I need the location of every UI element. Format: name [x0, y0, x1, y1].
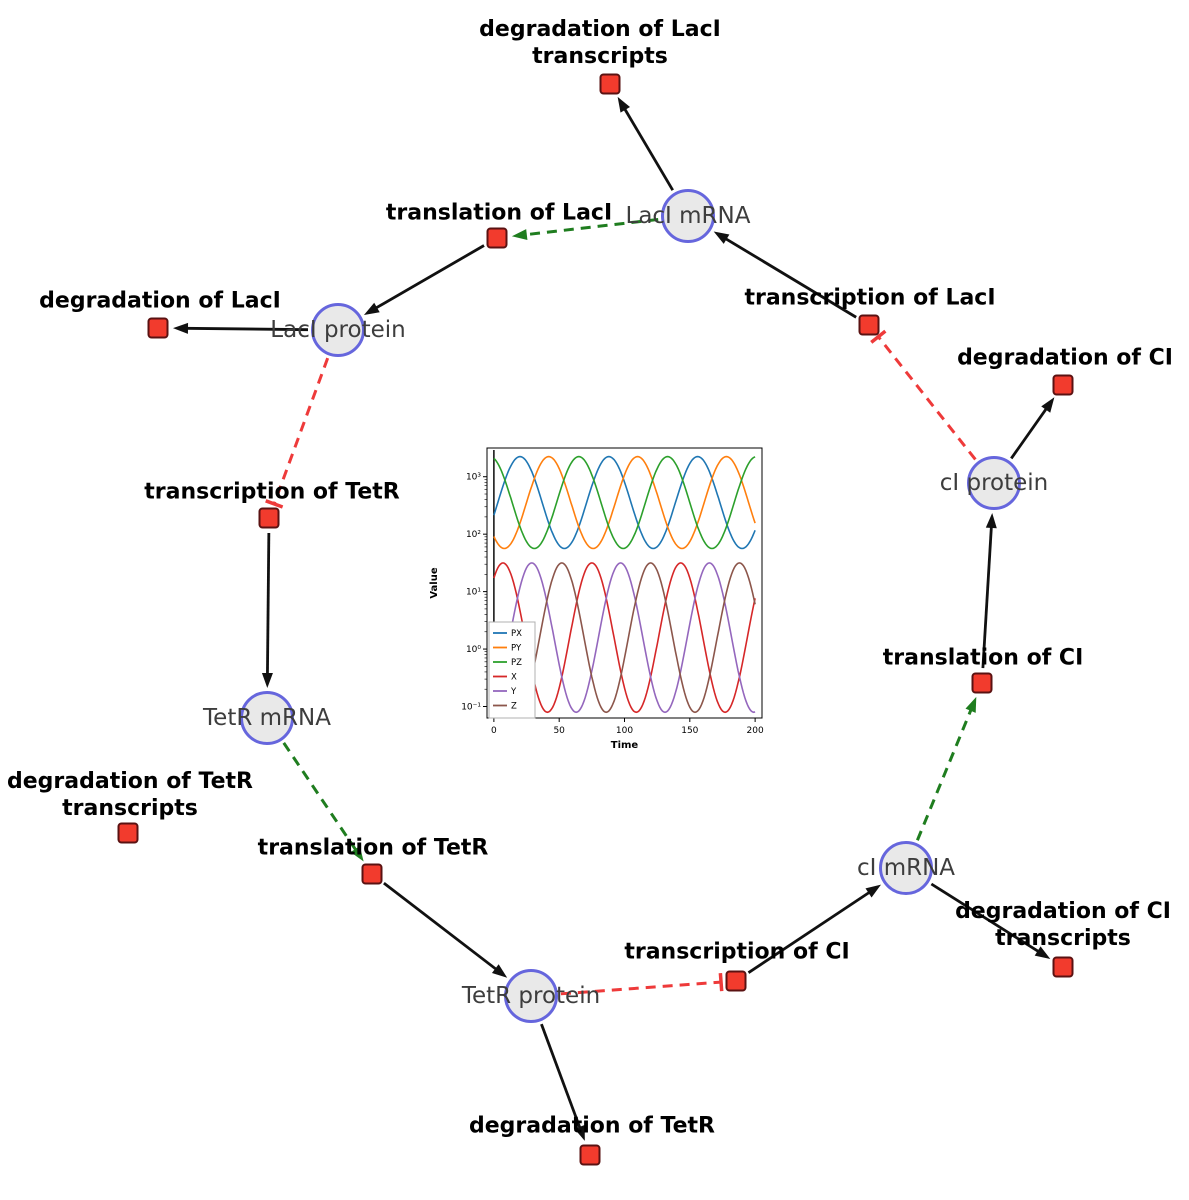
reaction-node-translation-ci[interactable]: [971, 672, 993, 694]
flow-arrowhead-icon: [1034, 946, 1051, 959]
edge-tetr-protein-deg-tetr: [540, 1023, 585, 1141]
legend-label-X: X: [511, 673, 517, 683]
translation-ci-label: translation of CI: [882, 645, 1084, 671]
species-node-tetr-protein[interactable]: [504, 969, 558, 1023]
series-Z-line: [493, 562, 756, 714]
edge-laci-protein-deg-laci: [172, 322, 309, 334]
deg-ci-label: degradation of CI: [957, 345, 1173, 371]
inhibition-tee-icon: [718, 972, 724, 992]
series-PX-line: [493, 455, 756, 550]
translation-tetr-label: translation of TetR: [257, 835, 489, 861]
edge-ci-mrna-translation-ci: [916, 696, 977, 841]
legend-label-Z: Z: [511, 702, 517, 712]
x-axis-label: Time: [611, 740, 639, 751]
flow-arrowhead-icon: [713, 231, 730, 244]
reaction-node-translation-tetr[interactable]: [361, 863, 383, 885]
tetr-mrna-label: TetR mRNA: [203, 705, 331, 731]
y-tick-label: 10¹: [466, 588, 481, 598]
species-node-laci-protein[interactable]: [311, 303, 365, 357]
edge-ci-protein-deg-ci: [1010, 397, 1055, 460]
ci-protein-label: cI protein: [939, 470, 1049, 496]
reaction-node-deg-tetr-transcripts[interactable]: [117, 822, 139, 844]
x-tick-label: 200: [747, 726, 764, 736]
transcription-tetr-label: transcription of TetR: [144, 479, 400, 505]
flow-arrowhead-icon: [172, 322, 189, 334]
tetr-protein-label: TetR protein: [461, 983, 601, 1009]
laci-protein-label: LacI protein: [270, 317, 406, 343]
flow-arrowhead-icon: [1041, 397, 1055, 413]
species-node-laci-mrna[interactable]: [661, 189, 715, 243]
transcription-ci-label: transcription of CI: [624, 939, 850, 965]
inhibition-tee-icon: [265, 499, 284, 509]
ci-mrna-label: cI mRNA: [856, 855, 956, 881]
legend-label-PY: PY: [511, 644, 522, 654]
y-tick-label: 10⁻¹: [461, 703, 481, 713]
series-Y-line: [493, 562, 756, 714]
flow-arrowhead-icon: [261, 672, 273, 689]
edge-tetr-mrna-translation-tetr: [282, 742, 364, 862]
y-tick-label: 10²: [466, 530, 481, 540]
edge-laci-mrna-translation-laci: [511, 217, 659, 241]
reaction-node-deg-tetr[interactable]: [579, 1144, 601, 1166]
edge-tetr-protein-transcription-ci: [560, 972, 724, 996]
translation-laci-label: translation of LacI: [385, 200, 613, 226]
laci-mrna-label: LacI mRNA: [625, 203, 751, 229]
reaction-node-deg-laci-transcripts[interactable]: [599, 73, 621, 95]
series-PZ-line: [493, 455, 756, 550]
y-tick-label: 10³: [466, 473, 481, 483]
legend-label-PX: PX: [511, 629, 522, 639]
flow-arrowhead-icon: [574, 1124, 585, 1141]
edge-transcription-laci-laci-mrna: [713, 231, 857, 319]
edge-translation-ci-ci-protein: [981, 512, 997, 669]
edge-translation-tetr-tetr-protein: [383, 882, 508, 978]
reaction-node-deg-laci[interactable]: [147, 317, 169, 339]
y-axis-label: Value: [429, 567, 440, 598]
x-tick-label: 100: [616, 726, 633, 736]
reaction-node-transcription-laci[interactable]: [858, 314, 880, 336]
deg-laci-label: degradation of LacI: [39, 288, 281, 314]
legend-box: [488, 621, 536, 719]
edge-ci-protein-transcription-laci: [870, 329, 977, 461]
x-tick-label: 0: [491, 726, 497, 736]
reaction-node-transcription-ci[interactable]: [725, 970, 747, 992]
edge-translation-laci-laci-protein: [363, 244, 485, 315]
modifier-arrowhead-icon: [965, 696, 977, 713]
series-X-line: [493, 562, 756, 714]
edge-laci-mrna-deg-laci-transcripts: [617, 96, 674, 191]
species-node-ci-mrna[interactable]: [879, 841, 933, 895]
inhibition-tee-icon: [870, 329, 887, 344]
species-node-ci-protein[interactable]: [967, 456, 1021, 510]
modifier-arrowhead-icon: [511, 229, 528, 241]
edge-ci-mrna-deg-ci-transcripts: [930, 882, 1051, 959]
flow-arrowhead-icon: [491, 964, 508, 978]
flow-arrowhead-icon: [363, 302, 380, 315]
modifier-arrowhead-icon: [350, 846, 364, 862]
edge-transcription-ci-ci-mrna: [747, 884, 882, 974]
reaction-node-translation-laci[interactable]: [486, 227, 508, 249]
edge-laci-protein-transcription-tetr: [265, 357, 330, 509]
series-PY-line: [493, 455, 756, 550]
species-node-tetr-mrna[interactable]: [240, 691, 294, 745]
x-tick-label: 50: [553, 726, 565, 736]
reaction-node-transcription-tetr[interactable]: [258, 507, 280, 529]
y-tick-label: 10⁰: [466, 645, 481, 655]
reaction-node-deg-ci-transcripts[interactable]: [1052, 956, 1074, 978]
transcription-laci-label: transcription of LacI: [744, 285, 996, 311]
legend-label-PZ: PZ: [511, 658, 522, 668]
deg-tetr-label: degradation of TetR: [468, 1113, 716, 1139]
flow-arrowhead-icon: [865, 884, 882, 898]
flow-arrowhead-icon: [617, 96, 630, 113]
flow-arrowhead-icon: [985, 512, 997, 529]
reaction-node-deg-ci[interactable]: [1052, 374, 1074, 396]
legend-label-Y: Y: [510, 687, 517, 697]
edge-transcription-tetr-tetr-mrna: [261, 532, 273, 689]
x-tick-label: 150: [681, 726, 698, 736]
